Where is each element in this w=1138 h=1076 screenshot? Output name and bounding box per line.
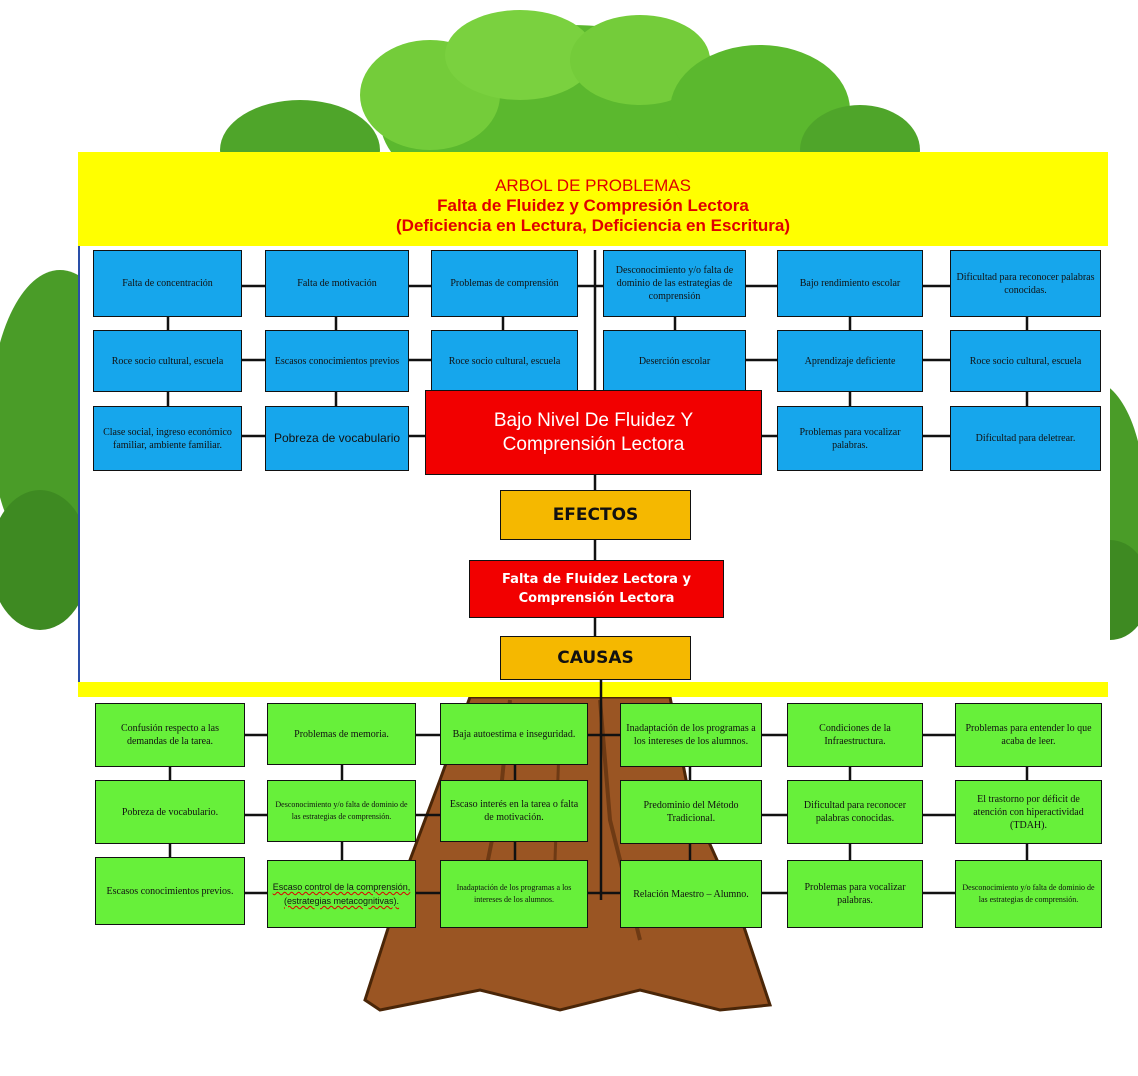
effect-box: Deserción escolar xyxy=(603,330,746,392)
bottom-banner xyxy=(78,682,1108,697)
effect-box: Bajo rendimiento escolar xyxy=(777,250,923,317)
effect-box: Pobreza de vocabulario xyxy=(265,406,409,471)
effect-box: Desconocimiento y/o falta de dominio de … xyxy=(603,250,746,317)
effect-box: Problemas para vocalizar palabras. xyxy=(777,406,923,471)
cause-box: Baja autoestima e inseguridad. xyxy=(440,703,588,765)
effect-box: Dificultad para deletrear. xyxy=(950,406,1101,471)
diagram-title: ARBOL DE PROBLEMAS xyxy=(495,176,691,195)
cause-box: Desconocimiento y/o falta de dominio de … xyxy=(267,780,416,842)
effect-box: Falta de motivación xyxy=(265,250,409,317)
diagram-subtitle: Falta de Fluidez y Compresión Lectora xyxy=(437,196,749,215)
diagram-subtitle-detail: (Deficiencia en Lectura, Deficiencia en … xyxy=(396,216,790,235)
cause-box: Dificultad para reconocer palabras conoc… xyxy=(787,780,923,844)
cause-box: Confusión respecto a las demandas de la … xyxy=(95,703,245,767)
cause-box: Problemas para entender lo que acaba de … xyxy=(955,703,1102,767)
cause-box: Escaso interés en la tarea o falta de mo… xyxy=(440,780,588,842)
cause-box: Escasos conocimientos previos. xyxy=(95,857,245,925)
cause-box: Predominio del Método Tradicional. xyxy=(620,780,762,844)
core-problem-box: Bajo Nivel De Fluidez Y Comprensión Lect… xyxy=(425,390,762,475)
cause-box: Inadaptación de los programas a los inte… xyxy=(620,703,762,767)
title-banner: ARBOL DE PROBLEMAS Falta de Fluidez y Co… xyxy=(78,152,1108,246)
effect-box: Roce socio cultural, escuela xyxy=(431,330,578,392)
cause-box: Inadaptación de los programas a los inte… xyxy=(440,860,588,928)
cause-box: Relación Maestro – Alumno. xyxy=(620,860,762,928)
effect-box: Aprendizaje deficiente xyxy=(777,330,923,392)
cause-box: Problemas de memoria. xyxy=(267,703,416,765)
core-problem-text: Bajo Nivel De Fluidez Y Comprensión Lect… xyxy=(493,409,694,455)
cause-box: Desconocimiento y/o falta de dominio de … xyxy=(955,860,1102,928)
effect-box: Problemas de comprensión xyxy=(431,250,578,317)
effect-box: Clase social, ingreso económico familiar… xyxy=(93,406,242,471)
effect-box: Roce socio cultural, escuela xyxy=(950,330,1101,392)
cause-box: Pobreza de vocabulario. xyxy=(95,780,245,844)
effect-box: Escasos conocimientos previos xyxy=(265,330,409,392)
cause-box: El trastorno por déficit de atención con… xyxy=(955,780,1102,844)
cause-box: Problemas para vocalizar palabras. xyxy=(787,860,923,928)
efectos-label: EFECTOS xyxy=(500,490,691,540)
central-problem-box: Falta de Fluidez Lectora y Comprensión L… xyxy=(469,560,724,618)
cause-box: Escaso control de la comprensión, (estra… xyxy=(267,860,416,928)
causas-label: CAUSAS xyxy=(500,636,691,680)
effect-box: Roce socio cultural, escuela xyxy=(93,330,242,392)
central-problem-text: Falta de Fluidez Lectora y Comprensión L… xyxy=(502,572,691,606)
cause-box: Condiciones de la Infraestructura. xyxy=(787,703,923,767)
effect-box: Falta de concentración xyxy=(93,250,242,317)
effect-box: Dificultad para reconocer palabras conoc… xyxy=(950,250,1101,317)
